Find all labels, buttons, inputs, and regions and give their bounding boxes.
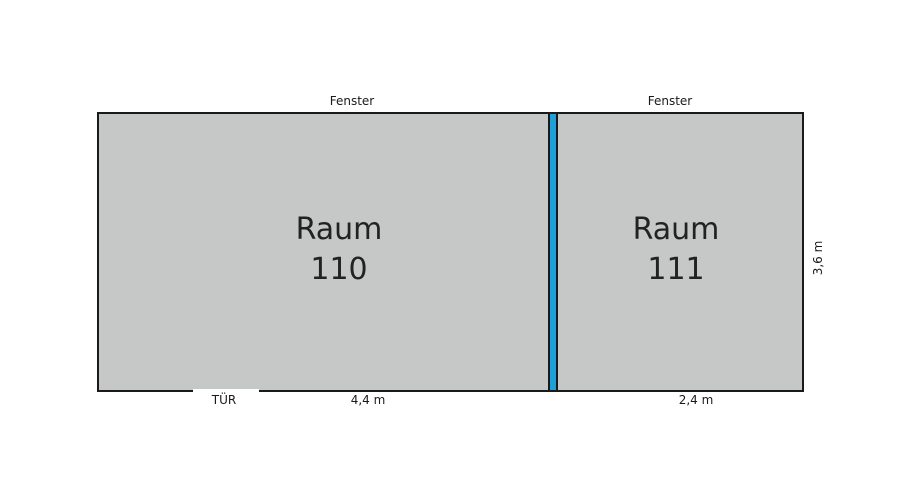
room-110-width-label: 4,4 m <box>350 393 386 407</box>
room-110-name: Raum <box>295 212 383 247</box>
room-111-width-label: 2,4 m <box>678 393 714 407</box>
height-label: 3,6 m <box>811 240 825 276</box>
room-111 <box>557 112 804 392</box>
room-110-window-label: Fenster <box>329 94 375 108</box>
room-111-window-label: Fenster <box>647 94 693 108</box>
door-label: TÜR <box>211 393 237 407</box>
room-110-number: 110 <box>310 252 368 287</box>
partition-wall <box>548 112 558 392</box>
room-110 <box>97 112 549 392</box>
room-110-label: Raum 110 <box>239 210 439 290</box>
room-111-label: Raum 111 <box>576 210 776 290</box>
room-111-number: 111 <box>647 252 705 287</box>
door-opening <box>193 389 259 394</box>
room-111-name: Raum <box>632 212 720 247</box>
